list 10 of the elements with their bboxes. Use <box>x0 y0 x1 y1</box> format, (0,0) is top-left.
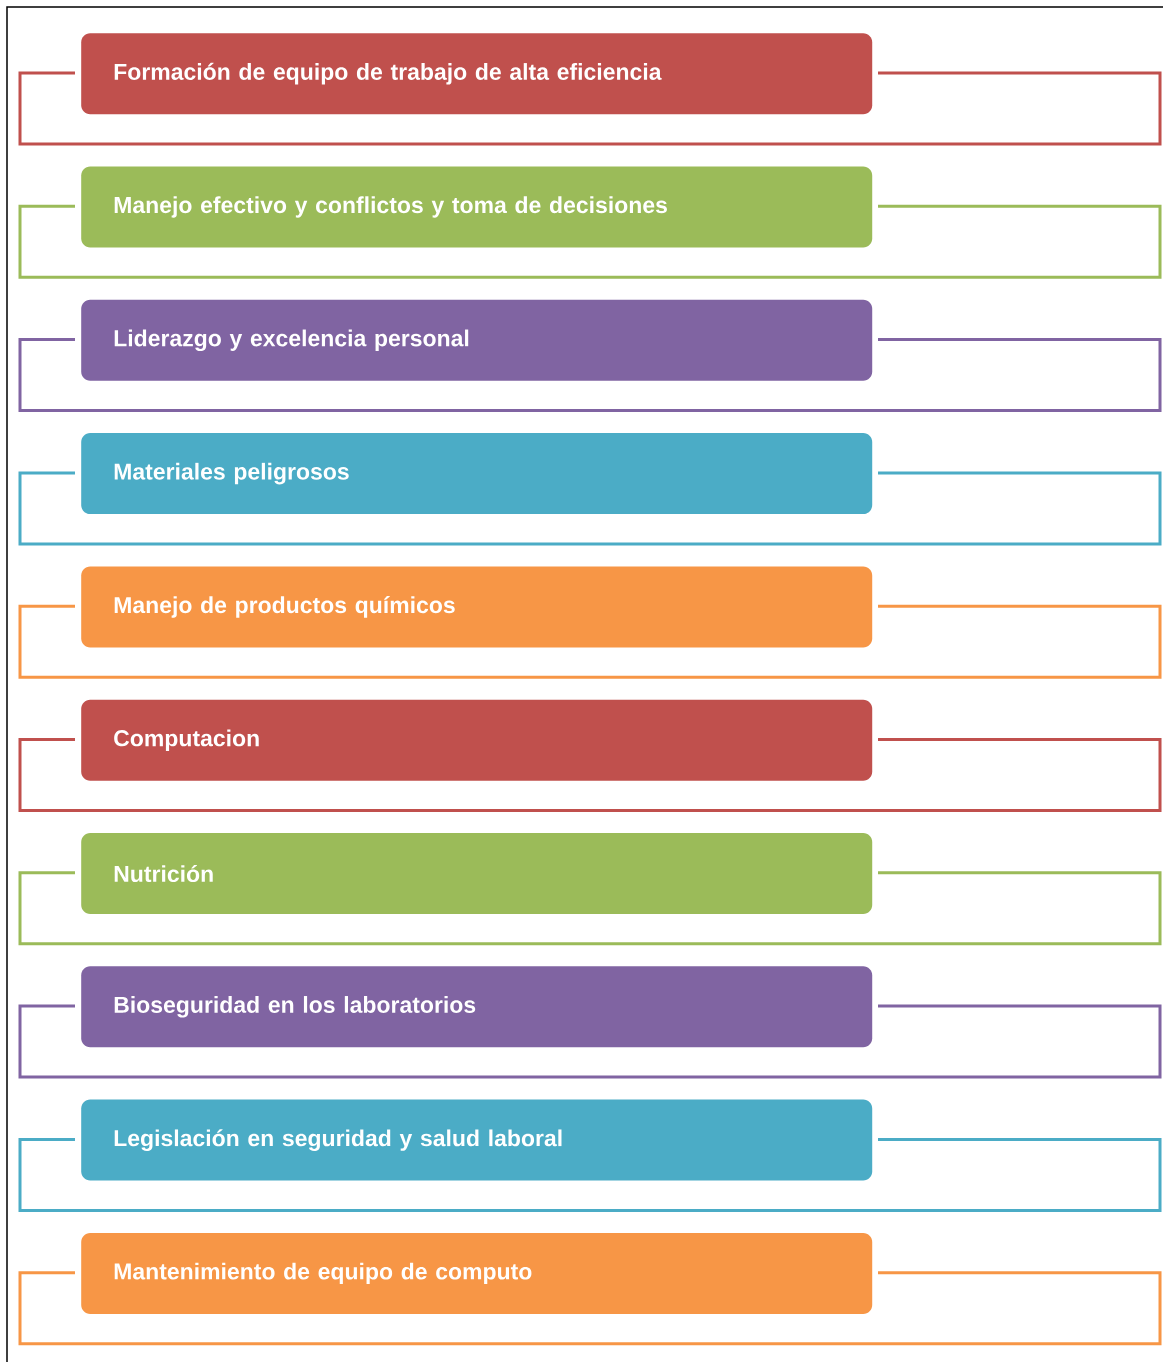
topic-box: Nutrición <box>81 833 873 914</box>
topic-box: Computacion <box>81 699 873 781</box>
topic-box: Manejo de productos químicos <box>81 566 873 648</box>
topic-box: Legislación en seguridad y salud laboral <box>81 1099 873 1181</box>
topic-box: Mantenimiento de equipo de computo <box>81 1232 873 1314</box>
topic-box: Bioseguridad en los laboratorios <box>81 966 873 1048</box>
topic-box: Manejo efectivo y conflictos y toma de decisiones <box>81 166 873 248</box>
topic-box: Formación de equipo de trabajo de alta eficiencia <box>81 33 873 115</box>
topic-box: Liderazgo y excelencia personal <box>81 299 873 381</box>
topic-box: Materiales peligrosos <box>81 433 873 515</box>
